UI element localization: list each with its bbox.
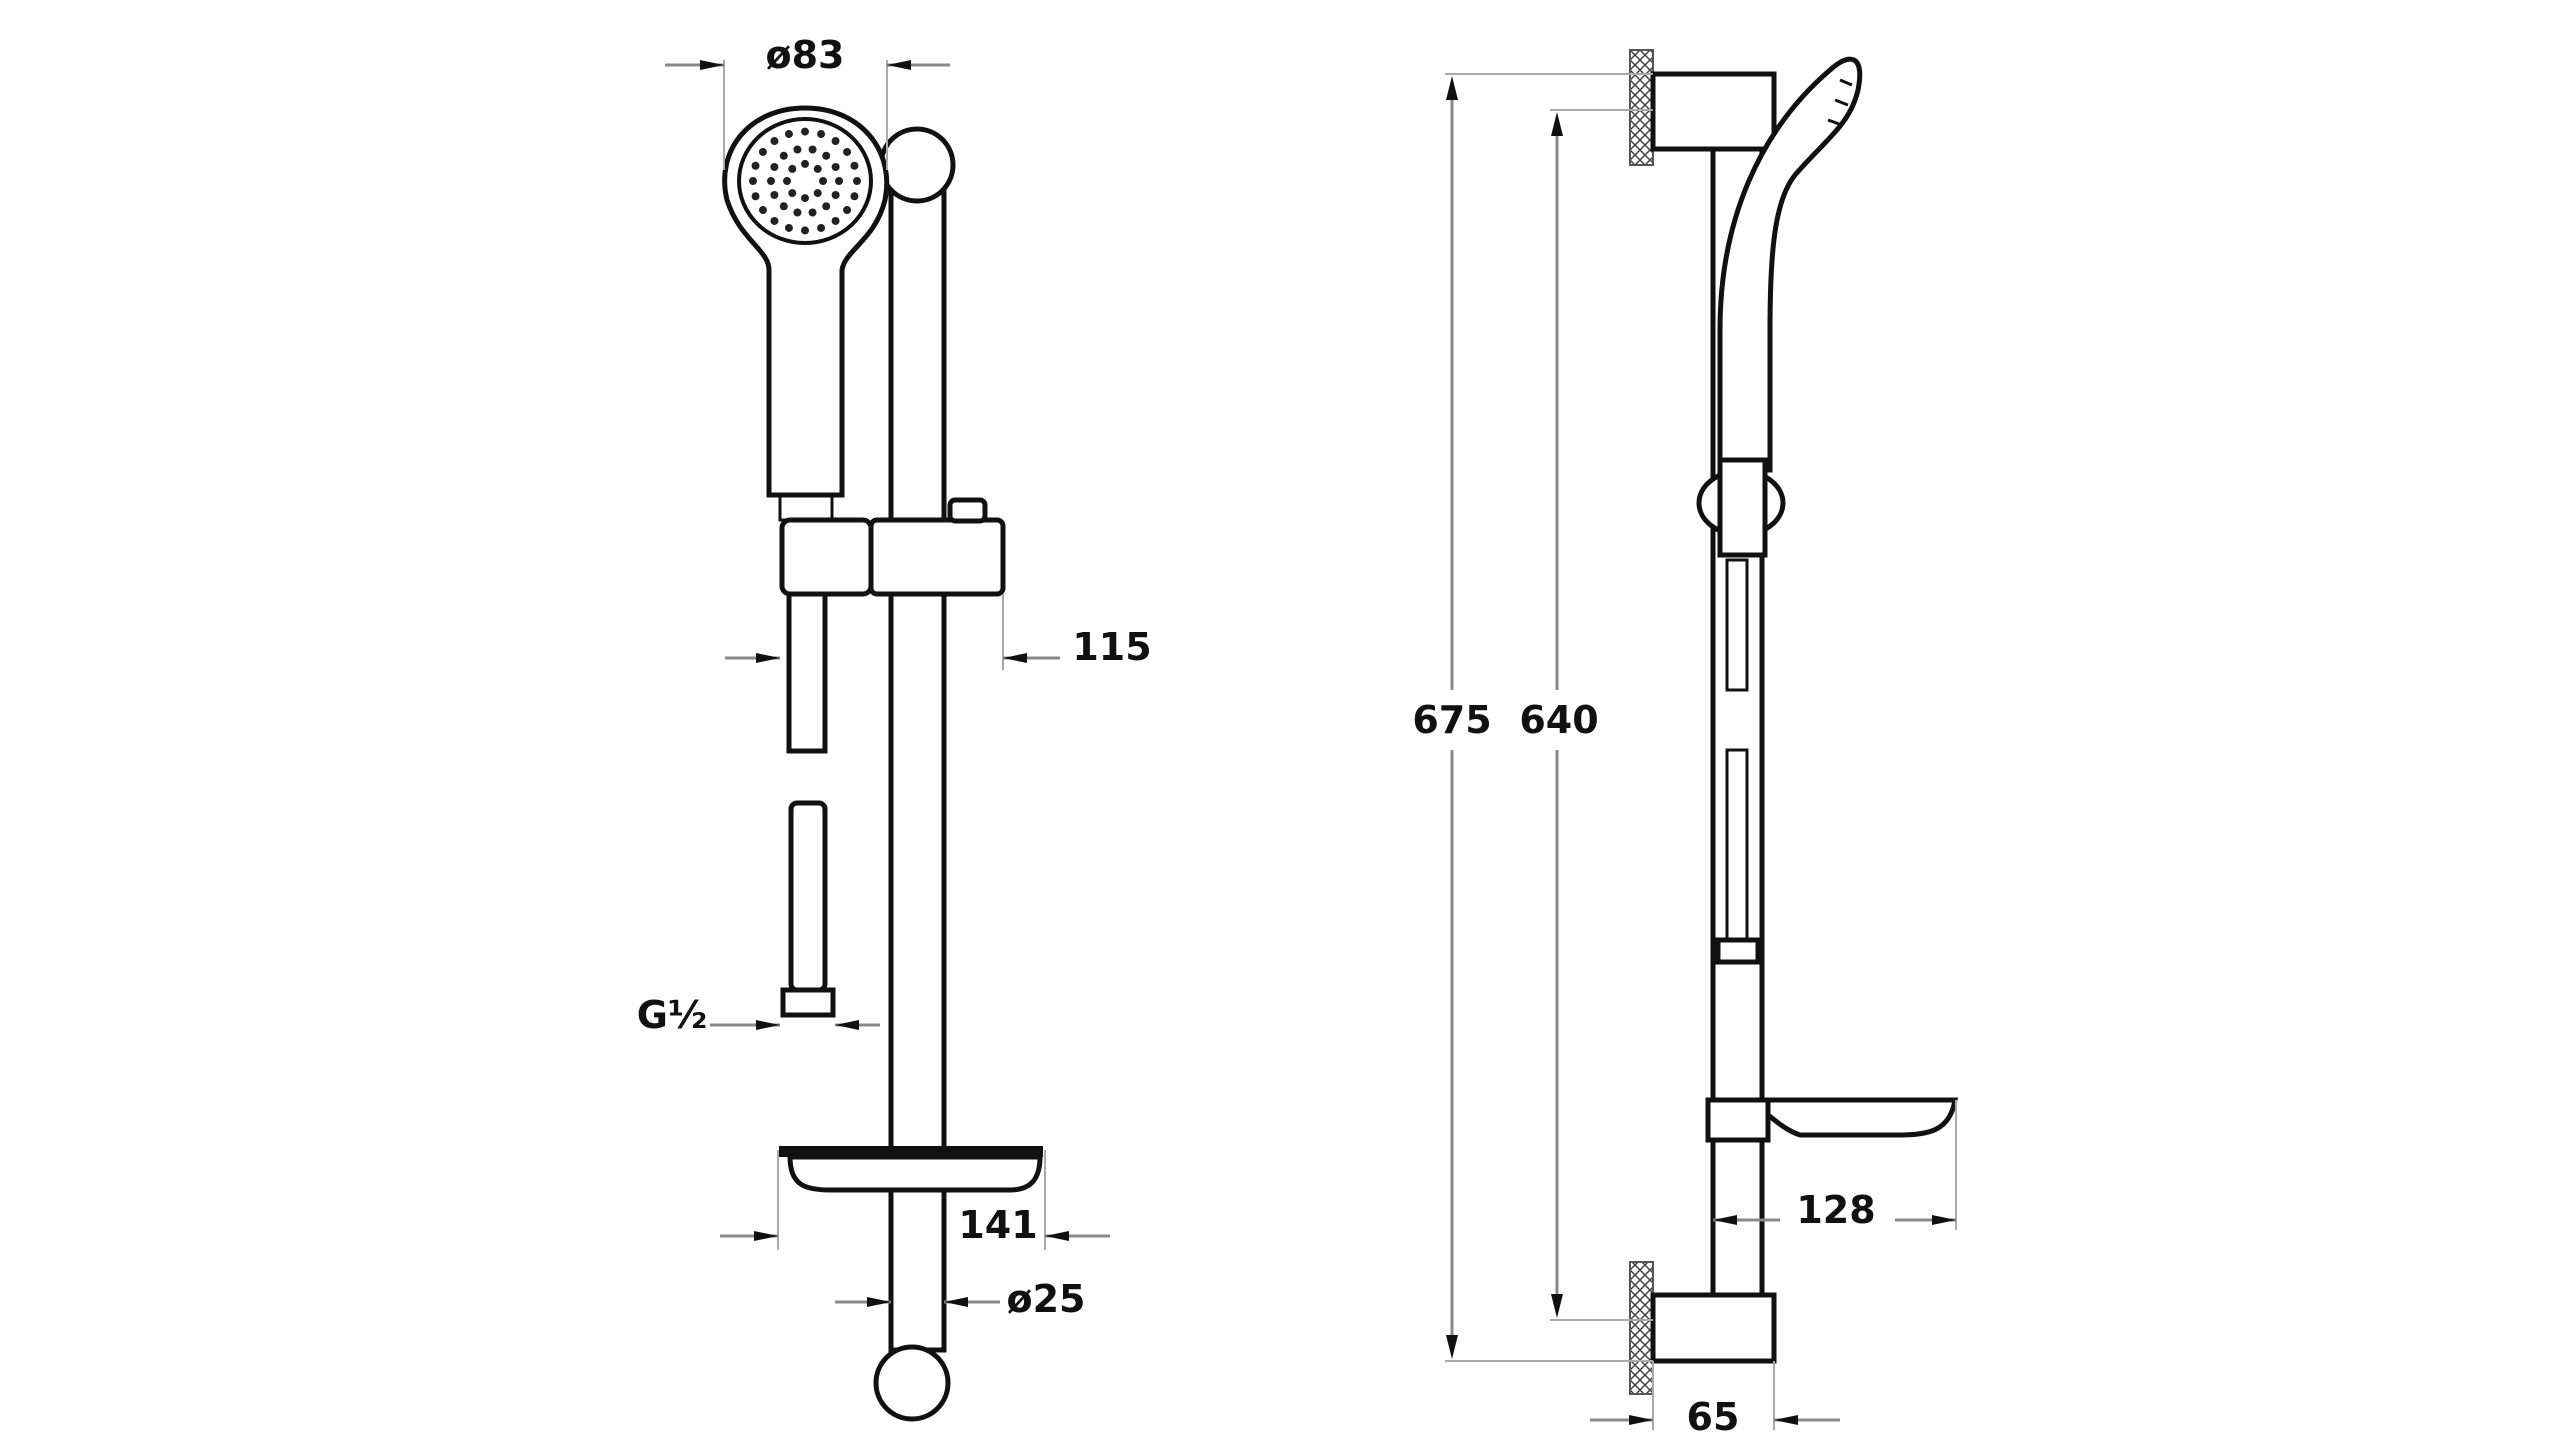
spray-nozzle bbox=[817, 130, 826, 139]
spray-nozzle bbox=[788, 164, 797, 173]
spray-nozzle bbox=[843, 147, 852, 156]
front-view: ø83 115 G½ 141 ø25 bbox=[637, 33, 1152, 1422]
spray-nozzle bbox=[767, 177, 775, 185]
side-view: 675 640 128 65 bbox=[1412, 49, 1958, 1439]
spray-nozzle bbox=[793, 145, 802, 154]
dimension-lines-side bbox=[1445, 73, 1957, 1430]
spray-nozzle bbox=[831, 191, 840, 200]
spray-nozzle bbox=[788, 189, 797, 198]
spray-nozzle bbox=[813, 164, 822, 173]
slider-release-button bbox=[947, 497, 988, 524]
spray-nozzle bbox=[850, 161, 859, 170]
spray-nozzle bbox=[770, 216, 779, 225]
hose-fitting bbox=[780, 987, 836, 1018]
slider bbox=[779, 497, 1006, 597]
wall-section-top bbox=[1629, 49, 1654, 166]
dimension-soap-dish-depth: 128 bbox=[1796, 1188, 1875, 1232]
dimension-hose-thread: G½ bbox=[637, 993, 708, 1037]
dimension-rail-diameter: ø25 bbox=[1007, 1277, 1086, 1321]
spray-nozzle bbox=[808, 208, 817, 217]
hose-upper bbox=[786, 591, 828, 754]
holder-sleeve bbox=[1717, 457, 1768, 558]
hose-connector-side bbox=[1715, 937, 1761, 965]
dimension-bracket-spacing: 640 bbox=[1519, 698, 1598, 742]
rail-bottom-bracket bbox=[873, 1344, 951, 1422]
spray-nozzle bbox=[779, 202, 788, 211]
rail-slot-upper bbox=[1725, 558, 1749, 692]
rail-top-bracket bbox=[878, 126, 956, 204]
spray-nozzle bbox=[853, 177, 861, 185]
spray-nozzle bbox=[831, 216, 840, 225]
top-wall-bracket bbox=[1650, 71, 1777, 152]
dimension-soap-dish-width: 141 bbox=[958, 1203, 1037, 1247]
spray-nozzle bbox=[784, 130, 793, 139]
spray-nozzle bbox=[850, 192, 859, 201]
spray-nozzle bbox=[801, 127, 809, 136]
hand-shower-side bbox=[1717, 56, 1863, 473]
spray-nozzle bbox=[813, 189, 822, 198]
spray-nozzles bbox=[749, 127, 861, 235]
spray-nozzle bbox=[793, 208, 802, 217]
wall-section-bottom bbox=[1629, 1261, 1654, 1395]
spray-nozzle bbox=[835, 177, 843, 185]
spray-nozzle bbox=[801, 159, 809, 168]
spray-nozzle bbox=[822, 202, 831, 211]
spray-nozzle bbox=[822, 151, 831, 160]
hose-lower bbox=[788, 800, 828, 993]
spray-nozzle bbox=[749, 177, 757, 185]
spray-nozzle bbox=[770, 137, 779, 146]
spray-nozzle bbox=[784, 223, 793, 232]
spray-nozzle bbox=[817, 223, 826, 232]
dimension-lines-front bbox=[665, 60, 1110, 1307]
spray-nozzle bbox=[831, 162, 840, 171]
soap-dish-side bbox=[1705, 1097, 1958, 1143]
spray-nozzle bbox=[843, 206, 852, 215]
spray-nozzle bbox=[770, 191, 779, 200]
spray-nozzle bbox=[758, 206, 767, 215]
hand-shower bbox=[722, 105, 890, 522]
bottom-wall-bracket bbox=[1650, 1292, 1777, 1364]
dimension-wall-projection: 65 bbox=[1687, 1395, 1740, 1439]
spray-nozzle bbox=[779, 151, 788, 160]
dimension-slider-offset: 115 bbox=[1072, 625, 1151, 669]
spray-nozzle bbox=[751, 161, 760, 170]
dimension-overall-height: 675 bbox=[1412, 698, 1491, 742]
spray-nozzle bbox=[751, 192, 760, 201]
spray-nozzle bbox=[783, 177, 791, 185]
dimension-head-diameter: ø83 bbox=[766, 33, 845, 77]
spray-nozzle bbox=[770, 162, 779, 171]
spray-nozzle bbox=[831, 137, 840, 146]
spray-nozzle bbox=[801, 226, 809, 235]
spray-nozzle bbox=[758, 147, 767, 156]
spray-nozzle bbox=[808, 145, 817, 154]
soap-dish bbox=[779, 1146, 1043, 1193]
spray-nozzle bbox=[819, 177, 827, 185]
spray-nozzle bbox=[801, 194, 809, 203]
